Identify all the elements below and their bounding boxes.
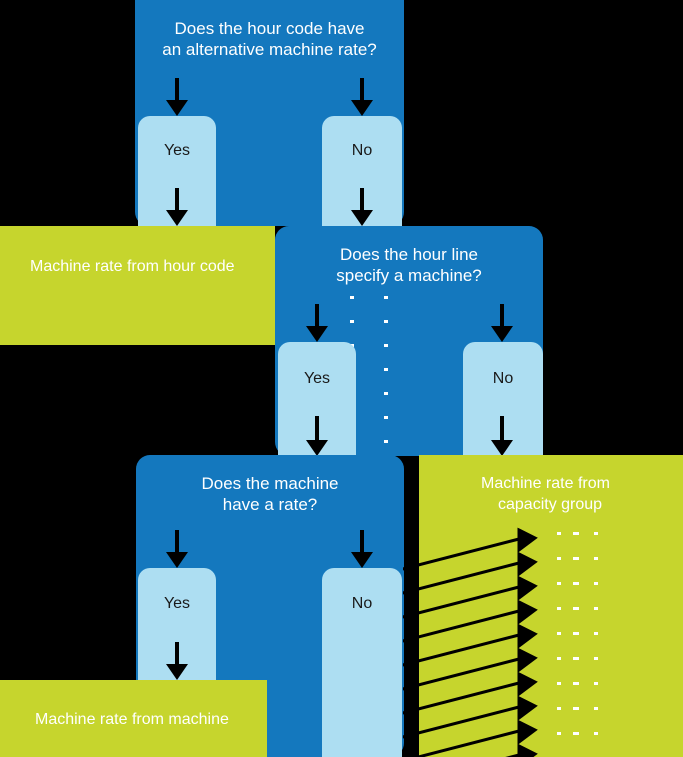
decision-question-line1: Does the hour line — [340, 245, 478, 264]
dotted-connector-capacity-a — [557, 532, 561, 757]
arrow-to-no-hour-code — [351, 78, 373, 116]
arrow-yes-to-hour-code-result — [166, 188, 188, 226]
arrow-yes-to-machine-result — [166, 642, 188, 680]
dotted-connector-right — [384, 296, 388, 448]
arrow-to-no-hour-line — [491, 304, 513, 342]
result-label-rate-from-hour-code: Machine rate from hour code — [30, 258, 235, 275]
decision-question-line2: have a rate? — [222, 495, 318, 514]
arrow-to-no-machine-rate — [351, 530, 373, 568]
branch-label-no: No — [351, 595, 373, 612]
result-block-rate-from-capacity-group: Machine rate from capacity group — [419, 455, 683, 757]
decision-question-line2: an alternative machine rate? — [162, 40, 377, 59]
result-label-rate-from-capacity-group-line1: Machine rate from — [481, 475, 610, 492]
dotted-connector-capacity-c — [594, 532, 598, 757]
dotted-connector-capacity-b — [573, 532, 579, 757]
arrow-yes-to-machine-rate-decision — [306, 416, 328, 456]
branch-label-yes: Yes — [163, 595, 191, 612]
result-block-rate-from-hour-code: Machine rate from hour code — [0, 226, 275, 345]
branch-label-no: No — [351, 142, 373, 159]
decision-question-line1: Does the hour code have — [174, 19, 365, 38]
branch-box-no-machine-rate[interactable]: No — [322, 568, 402, 757]
arrow-no-to-hour-line-decision — [351, 188, 373, 226]
result-block-rate-from-machine: Machine rate from machine — [0, 680, 267, 757]
decision-question-line1: Does the machine — [201, 474, 339, 493]
branch-label-no: No — [492, 370, 514, 387]
arrow-no-to-capacity-group-result — [491, 416, 513, 456]
branch-label-yes: Yes — [303, 370, 331, 387]
branch-label-yes: Yes — [163, 142, 191, 159]
result-label-rate-from-capacity-group-line2: capacity group — [498, 496, 603, 513]
arrow-to-yes-hour-line — [306, 304, 328, 342]
decision-question-line2: specify a machine? — [336, 266, 482, 285]
arrow-to-yes-machine-rate — [166, 530, 188, 568]
result-label-rate-from-machine: Machine rate from machine — [35, 711, 229, 728]
arrow-to-yes-hour-code — [166, 78, 188, 116]
